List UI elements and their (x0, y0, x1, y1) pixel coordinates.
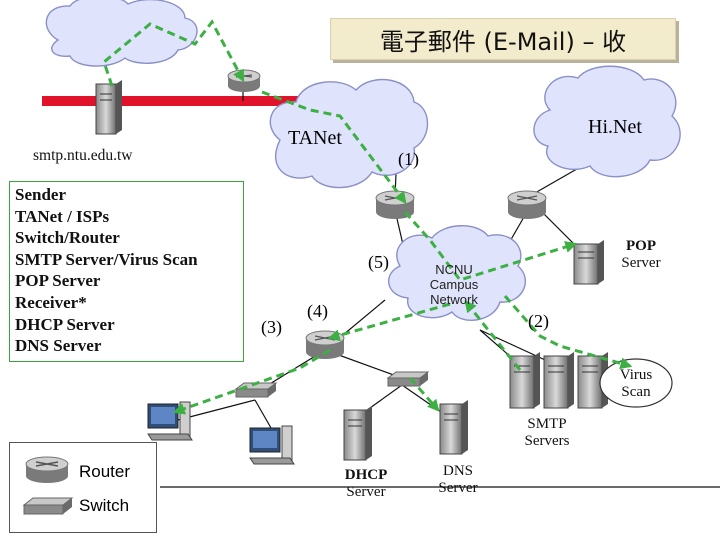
router-icon (227, 69, 261, 92)
step-2-label: (2) (528, 311, 549, 331)
smtp-server-icon (543, 352, 574, 409)
dhcp-server-icon (343, 406, 372, 461)
smtp-servers-label: SMTP Servers (510, 416, 584, 450)
pop-server-label-line: POP (626, 238, 656, 254)
smtp-host-label: smtp.ntu.edu.tw (33, 147, 133, 164)
step-5-label: (5) (368, 252, 389, 272)
ncnu-label: NCNU Campus Network (418, 262, 490, 307)
pop-server-label: POP Server (612, 238, 670, 272)
dns-server-label-line: DNS (442, 463, 473, 479)
page-title: 電子郵件 (E-Mail) – 收 (330, 18, 676, 60)
legend-item: SMTP Server/Virus Scan (15, 249, 198, 269)
dhcp-server-label-line: DHCP (344, 467, 388, 483)
ncnu-cloud (387, 225, 527, 321)
key-router-icon (25, 456, 69, 483)
virus-scan-label-line: Virus (619, 367, 653, 383)
virus-scan-oval (599, 358, 673, 408)
virus-scan-label: Virus Scan (606, 367, 666, 401)
dns-server-label-line: Server (438, 480, 478, 496)
dns-server-icon (439, 400, 468, 455)
smtp-server-icon (509, 352, 540, 409)
switch-icon (386, 371, 430, 387)
step-3-label: (3) (261, 317, 282, 337)
device-key-box (9, 442, 157, 533)
smtp-servers-label-line: SMTP (527, 416, 567, 432)
legend-item: DNS Server (15, 336, 102, 356)
pop-server-label-line: Server (621, 255, 661, 271)
step-4-label: (4) (307, 301, 328, 321)
router-icon (507, 190, 547, 219)
key-router-label: Router (79, 462, 131, 481)
dhcp-server-label-line: Server (346, 484, 386, 500)
legend-item: Sender (15, 185, 66, 204)
virus-scan-label-line: Scan (621, 384, 651, 400)
ncnu-label-line: Network (430, 292, 478, 307)
dns-server-label: DNS Server (424, 463, 492, 497)
dhcp-server-label: DHCP Server (332, 467, 400, 501)
legend-item: POP Server (15, 271, 101, 291)
ncnu-label-line: NCNU (435, 262, 473, 277)
legend-item: Receiver* (15, 292, 87, 312)
key-switch-label: Switch (79, 496, 130, 515)
key-switch-icon (22, 497, 74, 515)
legend-box: Sender TANet / ISPs Switch/Router SMTP S… (9, 181, 244, 362)
step-1-label: (1) (398, 149, 419, 169)
legend-item: Switch/Router (15, 228, 120, 248)
router-icon (305, 330, 345, 359)
tanet-cloud (269, 78, 429, 189)
legend-item: DHCP Server (15, 314, 115, 334)
pc-icon (249, 425, 295, 465)
top-cloud (45, 0, 198, 67)
legend-item: TANet / ISPs (15, 206, 110, 226)
hinet-cloud (533, 65, 681, 178)
smtp-servers-label-line: Servers (524, 433, 570, 449)
ncnu-label-line: Campus (429, 277, 479, 292)
hinet-label: Hi.Net (588, 116, 642, 138)
pop-server-icon (573, 240, 604, 285)
tanet-label: TANet (288, 127, 342, 149)
mail-flow-paths (102, 19, 633, 415)
smtp-ntu-server-icon (95, 80, 122, 135)
